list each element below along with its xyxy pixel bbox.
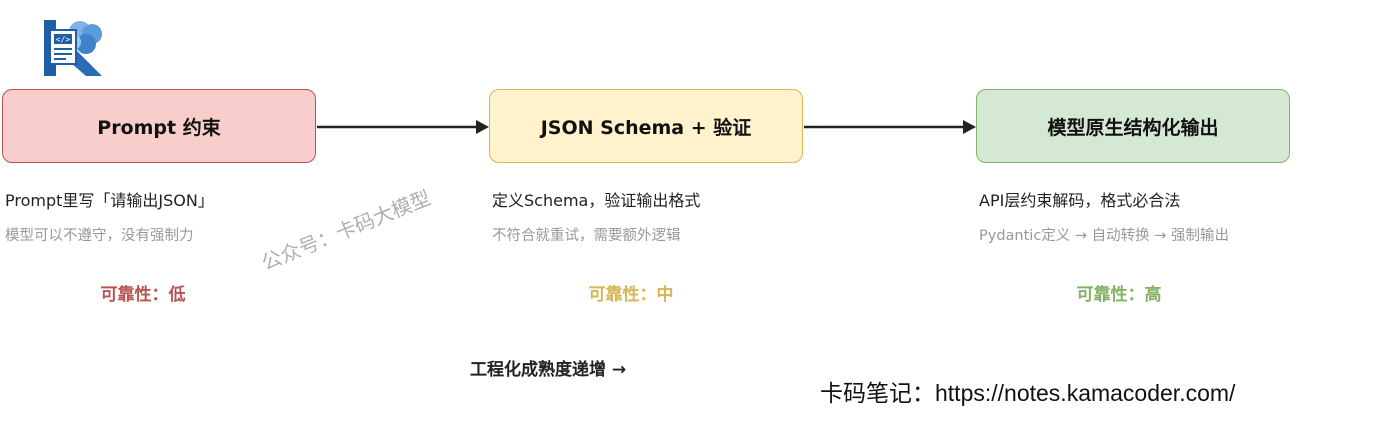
stage-description: API层约束解码，格式必合法 <box>979 191 1181 210</box>
stage-description: 定义Schema，验证输出格式 <box>492 191 701 210</box>
stage-title: 模型原生结构化输出 <box>1047 116 1219 139</box>
maturity-label: 工程化成熟度递增 → <box>470 360 627 380</box>
reliability-medium: 可靠性：中 <box>588 285 674 305</box>
stage-prompt-constraint: Prompt 约束 <box>2 89 316 163</box>
stage-title: Prompt 约束 <box>97 116 221 139</box>
svg-text:</>: </> <box>56 35 71 44</box>
watermark: 公众号：卡码大模型 <box>258 185 434 276</box>
stage-detail: 不符合就重试，需要额外逻辑 <box>492 228 681 244</box>
arrowhead-stage2 <box>476 120 489 134</box>
stage-detail: 模型可以不遵守，没有强制力 <box>5 228 194 244</box>
arrowhead-stage3 <box>963 120 976 134</box>
reliability-low: 可靠性：低 <box>100 285 186 305</box>
stage-title: JSON Schema + 验证 <box>540 116 752 139</box>
footer-link-text: 卡码笔记：https://notes.kamacoder.com/ <box>820 380 1236 406</box>
stage-json-schema-validation: JSON Schema + 验证 <box>489 89 803 163</box>
kamacoder-logo-icon: </> <box>44 20 102 76</box>
stage-native-structured-output: 模型原生结构化输出 <box>976 89 1290 163</box>
stage-description: Prompt里写「请输出JSON」 <box>5 191 214 210</box>
stage-detail: Pydantic定义 → 自动转换 → 强制输出 <box>979 228 1230 244</box>
reliability-high: 可靠性：高 <box>1076 285 1162 305</box>
